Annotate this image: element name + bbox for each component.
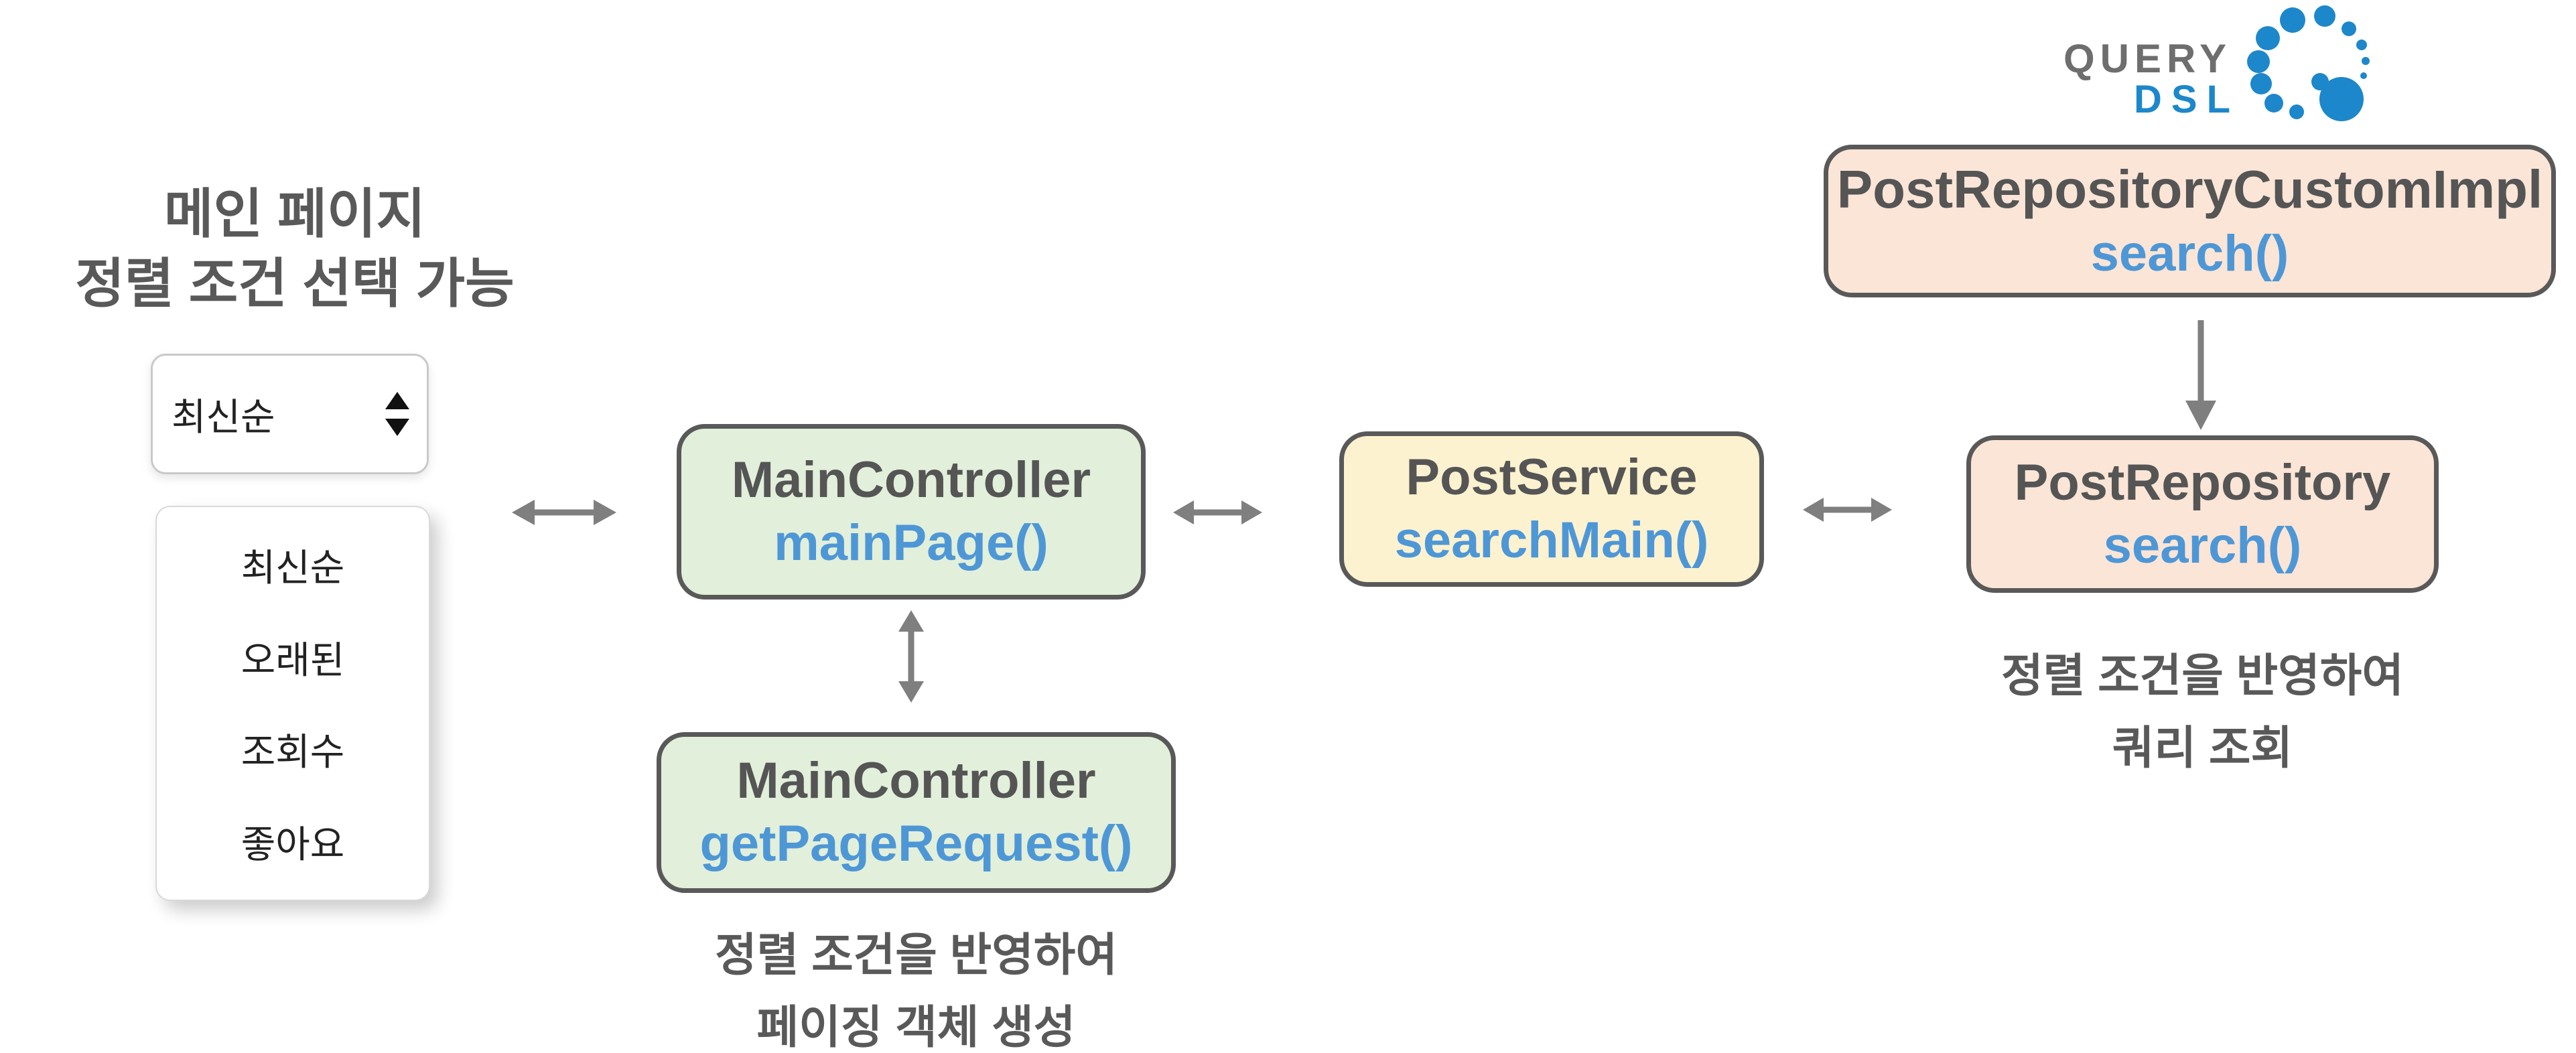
- page-title: 메인 페이지 정렬 조건 선택 가능: [57, 180, 533, 319]
- arrow-customimpl-postrepository-icon: [2185, 320, 2216, 430]
- caption-query: 정렬 조건을 반영하여 쿼리 조회: [1953, 640, 2452, 784]
- sort-select[interactable]: 최신순: [151, 354, 429, 474]
- double-arrow-maincontroller-postservice-icon: [1173, 500, 1262, 524]
- logo-query-text: QUERY: [2063, 36, 2232, 81]
- double-arrow-postservice-postrepository-icon: [1803, 498, 1892, 522]
- node-method: searchMain(): [1394, 512, 1709, 569]
- node-method: getPageRequest(): [699, 815, 1133, 872]
- node-method: search(): [2090, 225, 2289, 283]
- caption-query-line1: 정렬 조건을 반영하여: [2001, 650, 2404, 701]
- sort-option-oldest[interactable]: 오래된: [241, 638, 345, 681]
- querydsl-logo: QUERY DSL: [2030, 0, 2405, 129]
- node-title: PostRepositoryCustomImpl: [1836, 159, 2543, 220]
- node-postrepositorycustomimpl: PostRepositoryCustomImpl search(): [1824, 145, 2556, 297]
- sort-options-list: 최신순 오래된 조회수 좋아요: [155, 506, 430, 901]
- page-title-line2: 정렬 조건 선택 가능: [75, 254, 515, 313]
- node-title: MainController: [731, 451, 1091, 509]
- sort-select-value: 최신순: [172, 395, 275, 438]
- node-title: MainController: [736, 752, 1096, 810]
- sort-option-views[interactable]: 조회수: [241, 731, 345, 774]
- logo-dsl-text: DSL: [2134, 78, 2240, 121]
- select-spinner-icon[interactable]: [385, 392, 409, 436]
- caption-paging-line1: 정렬 조건을 반영하여: [715, 930, 1117, 981]
- sort-option-likes[interactable]: 좋아요: [241, 823, 345, 865]
- logo-q-dots-icon: [2247, 5, 2370, 121]
- caption-paging: 정렬 조건을 반영하여 페이징 객체 생성: [657, 919, 1176, 1053]
- spinner-down-icon: [385, 419, 409, 436]
- node-postservice: PostService searchMain(): [1339, 431, 1764, 587]
- sort-option-newest[interactable]: 최신순: [241, 547, 345, 589]
- node-title: PostService: [1406, 449, 1698, 506]
- node-maincontroller-mainpage: MainController mainPage(): [677, 424, 1146, 600]
- node-maincontroller-getpagerequest: MainController getPageRequest(): [657, 732, 1176, 893]
- node-method: search(): [2103, 516, 2302, 574]
- node-title: PostRepository: [2014, 453, 2391, 511]
- spinner-up-icon: [385, 392, 409, 409]
- page-title-line1: 메인 페이지: [163, 184, 426, 244]
- double-arrow-select-maincontroller-icon: [512, 500, 616, 525]
- node-postrepository: PostRepository search(): [1966, 435, 2439, 593]
- querydsl-logo-icon: QUERY DSL: [2063, 5, 2370, 121]
- caption-query-line2: 쿼리 조회: [2112, 723, 2293, 774]
- node-method: mainPage(): [774, 514, 1048, 571]
- caption-paging-line2: 페이징 객체 생성: [756, 1002, 1076, 1053]
- double-arrow-mainpage-getpagerequest-icon: [898, 610, 924, 703]
